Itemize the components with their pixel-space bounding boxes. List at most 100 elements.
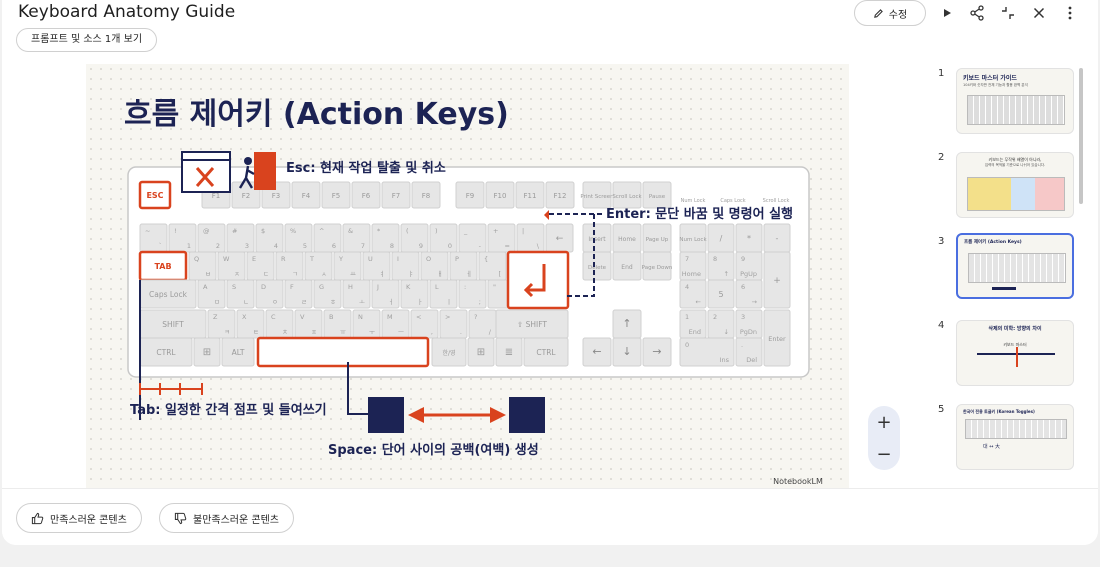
key-label: ! <box>174 227 177 235</box>
edit-button[interactable]: 수정 <box>854 0 926 26</box>
key-label: A <box>203 283 208 291</box>
key-label: ← <box>556 234 564 244</box>
keyboard-key: F6 <box>351 181 381 209</box>
key-label: 한/영 <box>442 349 455 357</box>
key-label: S <box>232 283 236 291</box>
like-button-label: 만족스러운 콘텐츠 <box>50 514 127 526</box>
key-label: ( <box>406 227 409 235</box>
key-label: F9 <box>466 192 474 200</box>
space-caption: Space: 단어 사이의 공백(여백) 생성 <box>328 442 539 458</box>
keyboard-key: Pㅔ <box>449 251 478 281</box>
key-label: V <box>300 313 305 321</box>
thumbnail-slide-2[interactable]: 키보드는 무작위 배열이 아니라, 입력의 목적을 기준으로 나뉘어 있습니다. <box>956 152 1074 218</box>
key-label: 3 <box>741 313 745 321</box>
key-label: O <box>426 255 431 263</box>
key-label: 8 <box>390 242 394 250</box>
keyboard-key: ~` <box>139 223 168 253</box>
thumbnail-keyboard <box>968 253 1066 283</box>
key-label: Delete <box>588 265 607 271</box>
key-label: N <box>358 313 363 321</box>
collapse-icon[interactable] <box>998 3 1018 23</box>
key-label: ㄹ <box>301 298 307 306</box>
key-label: F11 <box>524 192 537 200</box>
key-label: ㅈ <box>234 270 240 278</box>
slide-title: 흐름 제어키 (Action Keys) <box>124 97 509 132</box>
exit-window-icon <box>181 151 231 193</box>
key-label: ㅗ <box>359 298 365 306</box>
key-label: ㅓ <box>388 298 394 306</box>
keyboard-key: Delete <box>582 251 612 281</box>
keyboard-key: - <box>763 223 791 253</box>
key-label: 4 <box>274 242 278 250</box>
key-label: + <box>773 276 781 286</box>
keyboard-key: Xㅌ <box>236 309 265 339</box>
key-label: ㅇ <box>272 298 278 306</box>
keyboard-key: F4 <box>291 181 321 209</box>
key-label: & <box>348 227 353 235</box>
like-button[interactable]: 만족스러운 콘텐츠 <box>16 503 142 533</box>
key-label: Print Screen <box>580 194 614 200</box>
key-label: ㅣ <box>446 298 452 306</box>
key-label: ㅑ <box>408 270 414 278</box>
key-label: 6 <box>741 283 745 291</box>
key-label: Home <box>682 270 701 278</box>
keyboard-key: CTRL <box>523 337 569 367</box>
keyboard-key: * <box>735 223 763 253</box>
feedback-bar: 만족스러운 콘텐츠 불만족스러운 콘텐츠 <box>2 488 1098 545</box>
thumbnail-slide-5[interactable]: 한국어 전용 토글키 (Korean Toggles) 대 ↔ 大 <box>956 404 1074 470</box>
keyboard-key: Qㅂ <box>188 251 217 281</box>
key-label: ↓ <box>724 328 729 336</box>
keyboard-key: ⇧ SHIFT <box>495 309 569 339</box>
keyboard-key: _- <box>458 223 487 253</box>
key-label: Ins <box>720 356 730 364</box>
key-label: Scroll Lock <box>612 194 642 200</box>
thumbnail-scrollbar[interactable] <box>1079 68 1083 204</box>
thumbnail-number: 3 <box>938 236 945 247</box>
key-label: ㅕ <box>379 270 385 278</box>
key-label: 2 <box>713 313 717 321</box>
close-icon[interactable] <box>1029 3 1049 23</box>
key-label: " <box>493 283 496 291</box>
thumbnail-slide-1[interactable]: 키보드 마스터 가이드 104키와 숫자판 전체 기능과 활용 완벽 분석 <box>956 68 1074 134</box>
thumbnail-title: 한국어 전용 토글키 (Korean Toggles) <box>963 409 1035 414</box>
keyboard-key: Gㅎ <box>313 279 342 309</box>
keyboard-key: F10 <box>485 181 515 209</box>
play-icon[interactable] <box>937 3 957 23</box>
key-label: ㅊ <box>282 328 288 336</box>
key-label: 7 <box>361 242 365 250</box>
keyboard-key: Caps Lock <box>139 279 197 309</box>
key-label: W <box>223 255 230 263</box>
pencil-icon <box>873 8 883 18</box>
key-label: X <box>242 313 247 321</box>
view-prompt-button[interactable]: 프롬프트 및 소스 1개 보기 <box>16 28 158 52</box>
keyboard-key: Eㄷ <box>246 251 275 281</box>
key-label: @ <box>203 227 210 235</box>
key-label: F12 <box>554 192 567 200</box>
key-label: 0 <box>448 242 452 250</box>
keyboard-key: → <box>642 337 672 367</box>
keyboard-key: End <box>612 251 642 281</box>
keyboard-key: ← <box>582 337 612 367</box>
key-label: T <box>309 255 314 263</box>
key-label: ⊞ <box>203 347 211 358</box>
keyboard-key: F12 <box>545 181 575 209</box>
key-label: ㅔ <box>466 270 472 278</box>
keyboard-key: Kㅏ <box>400 279 429 309</box>
keyboard-key: F2 <box>231 181 261 209</box>
dislike-button[interactable]: 불만족스러운 콘텐츠 <box>159 503 294 533</box>
zoom-in-button[interactable]: + <box>876 411 892 433</box>
more-options-icon[interactable] <box>1060 3 1080 23</box>
zoom-out-button[interactable]: − <box>876 443 892 465</box>
key-label: ㅁ <box>214 298 220 306</box>
thumbnail-slide-3-active[interactable]: 흐름 제어키 (Action Keys) <box>956 233 1074 299</box>
thumbnail-slide-4[interactable]: 삭제의 미학: 방향의 차이 키보드 마스터 <box>956 320 1074 386</box>
keyboard-key: Page Up <box>642 223 672 253</box>
thumbnail-number: 1 <box>938 68 945 79</box>
keyboard-key: ← <box>545 223 574 253</box>
keyboard-key: Pause <box>642 181 672 209</box>
share-icon[interactable] <box>967 3 987 23</box>
keyboard-key: += <box>487 223 516 253</box>
